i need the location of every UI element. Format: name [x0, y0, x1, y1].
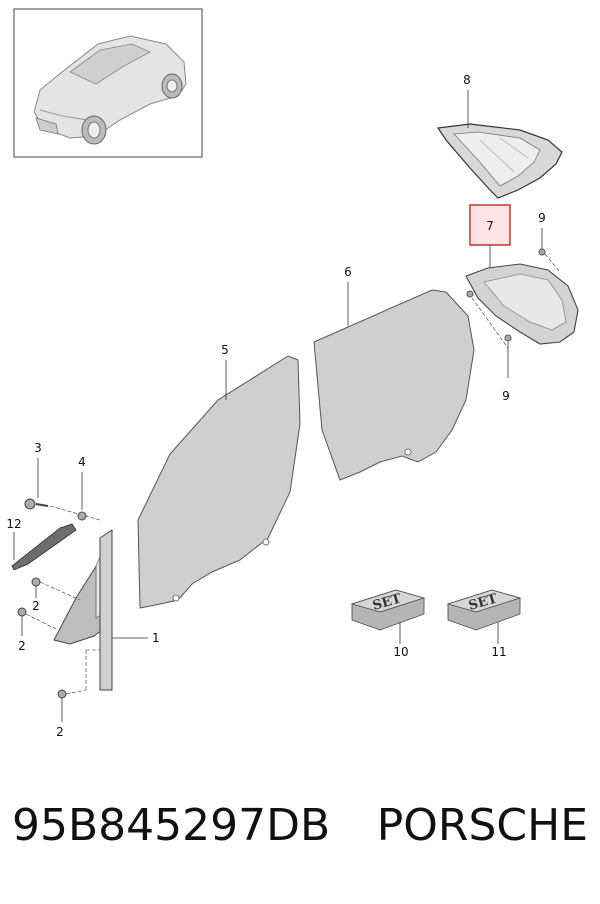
footer: 95B845297DB PORSCHE: [0, 800, 600, 870]
quarter-glass-8: [436, 90, 563, 199]
door-glass-6: [313, 282, 475, 481]
callout-11[interactable]: 11: [491, 645, 506, 659]
callout-9-bottom[interactable]: 9: [502, 389, 510, 403]
callout-1[interactable]: 1: [152, 631, 160, 645]
fasteners: [17, 458, 101, 722]
fixed-glass-1: [53, 529, 148, 691]
callout-9-top[interactable]: 9: [538, 211, 546, 225]
vehicle-thumbnail: [13, 8, 203, 158]
set-box-11: SET: [446, 589, 522, 644]
brand-name: PORSCHE: [376, 800, 588, 851]
set-box-10: SET: [350, 589, 426, 644]
callout-8[interactable]: 8: [463, 73, 471, 87]
callout-7[interactable]: 7: [486, 219, 494, 233]
callout-6[interactable]: 6: [344, 265, 352, 279]
callout-2-b[interactable]: 2: [18, 639, 26, 653]
trim-strip-12: [11, 523, 77, 571]
highlight-box-7[interactable]: [469, 204, 511, 268]
callout-4[interactable]: 4: [78, 455, 86, 469]
parts-diagram: SET SET 8 7 9 9 6 5 3 4 12 2 2 2 1 10 11: [6, 8, 579, 739]
callout-10[interactable]: 10: [393, 645, 408, 659]
callout-2-a[interactable]: 2: [32, 599, 40, 613]
callout-5[interactable]: 5: [221, 343, 229, 357]
callout-3[interactable]: 3: [34, 441, 42, 455]
callout-12[interactable]: 12: [6, 517, 21, 531]
quarter-glass-7: [465, 228, 579, 378]
callout-2-c[interactable]: 2: [56, 725, 64, 739]
door-glass-5: [137, 355, 301, 609]
part-number: 95B845297DB: [12, 800, 331, 851]
